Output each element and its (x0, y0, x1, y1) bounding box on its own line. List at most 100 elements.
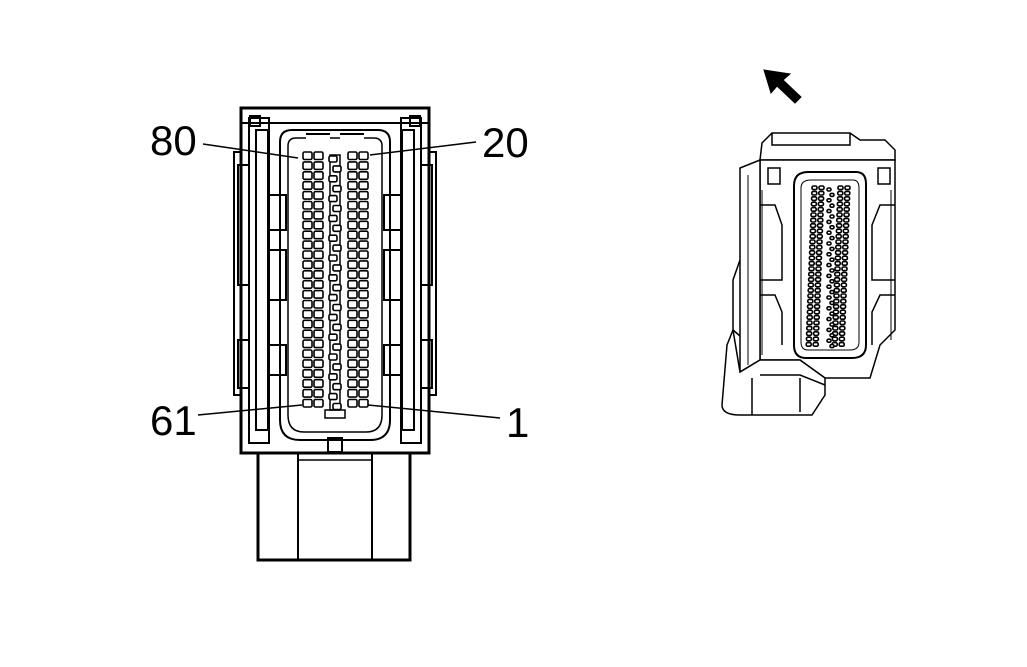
pin-cavity (347, 210, 358, 220)
pin-cavity (302, 339, 313, 349)
iso-pin-cavity (810, 201, 818, 207)
pin-cavity (302, 210, 313, 220)
iso-pin-cavity (810, 190, 818, 196)
iso-pin-cavity (826, 241, 832, 246)
iso-pin-cavity (832, 314, 840, 321)
pin-cavity (347, 180, 358, 190)
iso-pin-cavity (842, 217, 850, 223)
iso-pin-cavity (809, 233, 817, 240)
pin-cavity (328, 155, 338, 163)
iso-pin-cavity (833, 276, 841, 283)
iso-pin-cavity (817, 190, 825, 196)
iso-pin-cavity (815, 260, 823, 267)
pin-cavity (347, 240, 358, 250)
iso-pin-cavity (837, 185, 844, 191)
iso-pin-cavity (815, 244, 823, 250)
pin-cavity (302, 289, 313, 299)
iso-pin-cavity (817, 201, 825, 207)
iso-pin-cavity (826, 295, 832, 300)
pin-cavity (358, 309, 369, 319)
iso-pin-cavity (815, 266, 822, 272)
iso-pin-cavity (843, 206, 851, 213)
iso-pin-cavity (815, 250, 823, 256)
pin-cavity (302, 220, 313, 230)
pin-cavity (302, 190, 313, 200)
iso-pin-cavity (833, 282, 841, 288)
pin-cavity (347, 230, 358, 240)
pin-cavity (313, 269, 324, 280)
iso-pin-cavity (831, 336, 839, 342)
pin-cavity (358, 368, 369, 379)
pin-label-61: 61 (150, 397, 197, 444)
iso-pin-cavity (840, 287, 848, 294)
iso-pin-cavity (812, 325, 820, 331)
iso-pin-cavity (813, 320, 820, 326)
iso-pin-cavity (838, 325, 846, 331)
iso-pin-cavity (826, 208, 832, 214)
pin-cavity (347, 200, 358, 210)
iso-pin-cavity (826, 262, 832, 268)
iso-pin-grid (805, 185, 851, 349)
pin-column-right-outer (358, 151, 369, 408)
pin-cavity (347, 368, 358, 379)
pin-cavity (302, 329, 313, 339)
pin-cavity (358, 260, 369, 270)
iso-pin-cavity (826, 338, 832, 344)
plug-body (256, 451, 412, 562)
iso-pin-cavity (812, 330, 820, 337)
iso-pin-cavity (838, 336, 846, 342)
iso-pin-cavity (826, 187, 832, 192)
pin-cavity (332, 204, 342, 213)
iso-pin-cavity (839, 303, 847, 310)
pin-cavity (347, 299, 358, 309)
pin-cavity (358, 230, 369, 240)
iso-pin-cavity (838, 330, 846, 337)
pin-cavity (358, 289, 369, 299)
pin-cavity (313, 180, 324, 190)
pin-cavity (347, 161, 358, 171)
iso-pin-cavity (808, 250, 816, 256)
pin-cavity (347, 339, 358, 349)
iso-pin-cavity (842, 233, 850, 240)
iso-pin-cavity (835, 217, 843, 223)
iso-pin-cavity (813, 303, 821, 310)
pin-cavity (313, 161, 324, 171)
iso-housing (759, 159, 896, 379)
pin-cavity (358, 180, 369, 190)
iso-pin-cavity (840, 293, 847, 299)
pin-column-center (328, 155, 342, 411)
pin-cavity (328, 234, 338, 242)
pin-cavity (313, 339, 324, 349)
pin-cavity (332, 402, 342, 411)
iso-pin-cavity (807, 271, 815, 277)
pin-cavity (358, 190, 369, 200)
iso-pin-cavity (843, 201, 851, 207)
iso-pin-cavity (814, 271, 822, 277)
pin-cavity (313, 309, 324, 319)
pin-cavity (302, 368, 313, 379)
iso-pin-cavity (810, 196, 818, 202)
pin-cavity (328, 273, 338, 282)
pin-cavity (302, 240, 313, 250)
iso-pin-cavity (812, 341, 820, 348)
pin-cavity (347, 190, 358, 200)
iso-pin-cavity (811, 185, 818, 191)
pin-cavity (302, 359, 313, 369)
iso-pin-cavity (838, 341, 846, 348)
pin-cavity (302, 309, 313, 319)
pin-cavity (313, 329, 324, 339)
pin-cavity (347, 279, 358, 290)
iso-pin-cavity (806, 303, 814, 310)
iso-pin-cavity (829, 214, 835, 219)
pin-cavity (313, 200, 324, 210)
iso-pin-cavity (809, 239, 816, 245)
pin-cavity (302, 171, 313, 181)
pin-cavity-shroud (279, 129, 391, 441)
connector-isometric-view (721, 132, 896, 416)
iso-pin-cavity (829, 289, 835, 295)
iso-pin-cavity (809, 228, 817, 234)
iso-pin-cavity (829, 311, 835, 317)
pin-cavity (347, 329, 358, 339)
pin-cavity (313, 190, 324, 200)
iso-pin-cavity (836, 201, 844, 207)
